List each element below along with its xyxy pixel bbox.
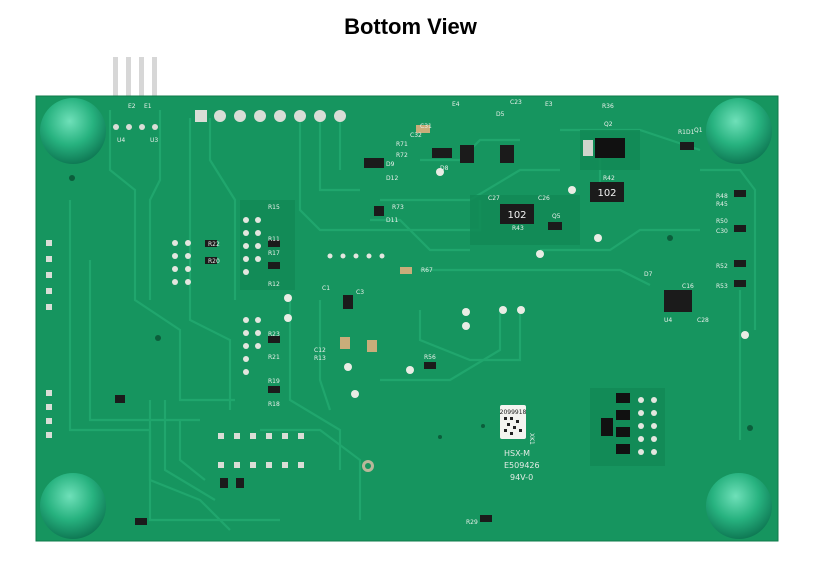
silkscreen-label: E2 — [128, 103, 136, 110]
silkscreen-label: R73 — [392, 204, 404, 211]
silkscreen-label: R53 — [716, 283, 728, 290]
silkscreen-label: C28 — [697, 317, 709, 324]
silkscreen-label: C30 — [716, 228, 728, 235]
silkscreen-label: C23 — [510, 99, 522, 106]
silkscreen-label: R21 — [268, 354, 280, 361]
silkscreen-labels: E2 E1 U4 U3 E4 E3 U4 R1 R36 R42 R43 R15 … — [117, 99, 728, 526]
silkscreen-label: R12 — [268, 281, 280, 288]
silkscreen-label: E3 — [545, 101, 553, 108]
silkscreen-label: R23 — [268, 331, 280, 338]
silkscreen-label: D1 — [686, 129, 695, 136]
header-pins — [113, 57, 157, 97]
silkscreen-label: R13 — [314, 355, 326, 362]
via-grid — [172, 217, 657, 455]
silkscreen-label: C12 — [314, 347, 326, 354]
silkscreen-label: R67 — [421, 267, 433, 274]
silkscreen-label: U4 — [117, 137, 125, 144]
silkscreen-label: R20 — [208, 258, 220, 265]
qr-label: 2099918 XK1 — [500, 405, 535, 445]
silkscreen-label: R50 — [716, 218, 728, 225]
silkscreen-label: U4 — [664, 317, 672, 324]
board-marking: HSX-M E509426 94V-0 — [504, 449, 540, 482]
silkscreen-label: R43 — [512, 225, 524, 232]
silkscreen-label: D8 — [440, 165, 449, 172]
resistor-marking-2: 102 — [507, 210, 526, 221]
silkscreen-label: R56 — [424, 354, 436, 361]
silkscreen-label: C16 — [682, 283, 694, 290]
silkscreen-label: R22 — [208, 241, 220, 248]
silkscreen-label: E1 — [144, 103, 152, 110]
silkscreen-label: Q1 — [694, 127, 703, 134]
marking-line-3: 94V-0 — [510, 473, 533, 482]
silkscreen-label: R36 — [602, 103, 614, 110]
silkscreen-label: R52 — [716, 263, 728, 270]
pcb-traces — [68, 110, 757, 531]
silkscreen-label: Q5 — [552, 213, 561, 220]
bottom-connector-pads — [218, 433, 304, 468]
marking-line-1: HSX-M — [504, 449, 530, 458]
rubber-feet — [40, 98, 772, 539]
silkscreen-label: C26 — [538, 195, 550, 202]
silkscreen-label: D7 — [644, 271, 653, 278]
left-edge-pads — [46, 240, 52, 438]
silkscreen-label: R45 — [716, 201, 728, 208]
silkscreen-label: R71 — [396, 141, 408, 148]
silkscreen-label: Q2 — [604, 121, 613, 128]
silkscreen-label: C1 — [322, 285, 330, 292]
qr-code-text: 2099918 — [500, 409, 527, 416]
page-title: Bottom View — [344, 14, 477, 39]
silkscreen-label: R17 — [268, 250, 280, 257]
silkscreen-label: R11 — [268, 236, 280, 243]
silkscreen-label: D11 — [386, 217, 398, 224]
silkscreen-label: C27 — [488, 195, 500, 202]
silkscreen-label: D12 — [386, 175, 398, 182]
header-pads — [113, 110, 346, 130]
silkscreen-label: R42 — [603, 175, 615, 182]
silkscreen-label: E4 — [452, 101, 460, 108]
silkscreen-label: R19 — [268, 378, 280, 385]
silkscreen-label: C31 — [420, 123, 432, 130]
silkscreen-label: R1 — [678, 129, 686, 136]
silkscreen-label: D5 — [496, 111, 505, 118]
resistor-marking-1: 102 — [597, 188, 616, 199]
mount-holes — [69, 175, 753, 439]
silkscreen-label: R15 — [268, 204, 280, 211]
qr-tag: XK1 — [528, 433, 535, 445]
smd-components — [115, 125, 746, 525]
silkscreen-label: R48 — [716, 193, 728, 200]
silkscreen-label: C32 — [410, 132, 422, 139]
silkscreen-label: R72 — [396, 152, 408, 159]
test-points — [284, 168, 749, 472]
silkscreen-label: U3 — [150, 137, 158, 144]
silkscreen-label: R29 — [466, 519, 478, 526]
marking-line-2: E509426 — [504, 461, 540, 470]
silkscreen-label: D9 — [386, 161, 395, 168]
silkscreen-label: R18 — [268, 401, 280, 408]
silkscreen-label: C3 — [356, 289, 364, 296]
